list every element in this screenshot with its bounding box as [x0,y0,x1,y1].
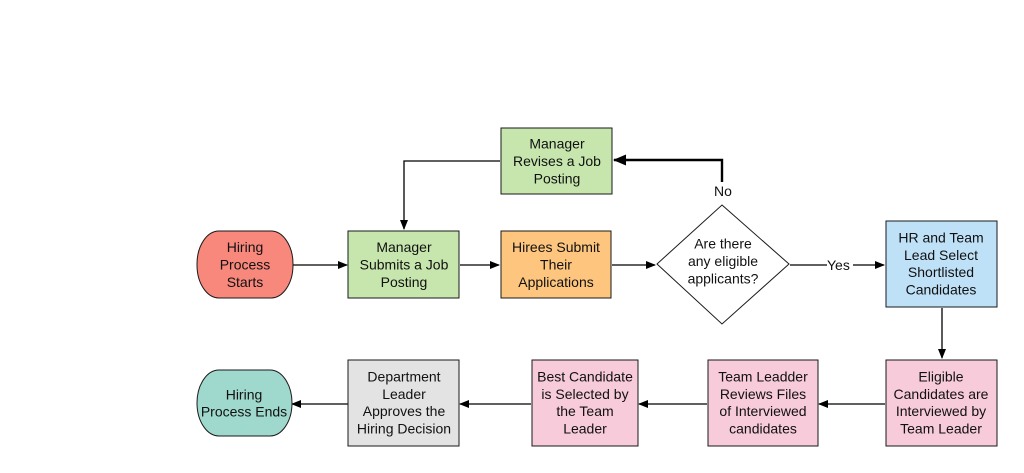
label-line: Hirees Submit [512,239,600,255]
label-line: HR and Team [898,230,983,246]
label-line: Hiring [227,239,264,255]
label-line: Department [367,369,440,385]
hirees-submit-box [500,230,612,299]
label-line: Hiring Decision [357,421,451,437]
label-line: any eligible [688,253,758,269]
label-line: Leader [563,421,607,437]
label-line: Revises a Job [513,153,601,169]
label-line: candidates [729,421,797,437]
label-line: Candidates [906,282,977,298]
label-line: Interviewed by [896,403,986,419]
label-line: Submits a Job [360,257,449,273]
end-terminal-shape [196,369,293,437]
label-line: Team Leader [900,421,982,437]
label-line: of Interviewed [719,403,806,419]
label-line: Candidates are [894,386,989,402]
label-line: Reviews Files [720,386,806,402]
label-line: Are there [694,236,752,252]
shortlist-box [885,220,998,308]
label-line: Their [540,257,572,273]
label-line: Posting [534,170,581,186]
label-line: Shortlisted [908,264,974,280]
start-terminal-shape [196,230,294,299]
label-line: Approves the [363,403,446,419]
decision-diamond [656,204,790,325]
label-line: Process Ends [201,404,287,420]
revise-posting-box [500,127,613,195]
label-line: Best Candidate [537,369,633,385]
best-candidate-box [531,359,639,447]
dept-approves-box [347,359,460,447]
label-line: applicants? [688,270,759,286]
label-line: Posting [381,274,428,290]
label-line: the Team [556,403,613,419]
label-line: Hiring [226,386,263,402]
edge-revise-to-submit [400,160,500,230]
label-line: Leader [382,386,426,402]
label-line: Manager [529,136,585,152]
edge-label-yes: Yes [827,257,850,273]
label-line: Eligible [918,369,963,385]
review-files-box [707,359,819,447]
edges [291,154,946,408]
label-line: Applications [518,274,594,290]
label-line: is Selected by [541,386,628,402]
label-line: Team Leadder [718,369,808,385]
label-line: Manager [376,239,432,255]
submit-posting-box [347,230,460,299]
label-line: Process [220,257,271,273]
label-line: Lead Select [904,247,978,263]
edge-decision-no-to-revise [613,154,724,182]
edge-label-no: No [714,183,732,199]
label-line: Starts [227,274,264,290]
interviewed-box [885,359,998,447]
